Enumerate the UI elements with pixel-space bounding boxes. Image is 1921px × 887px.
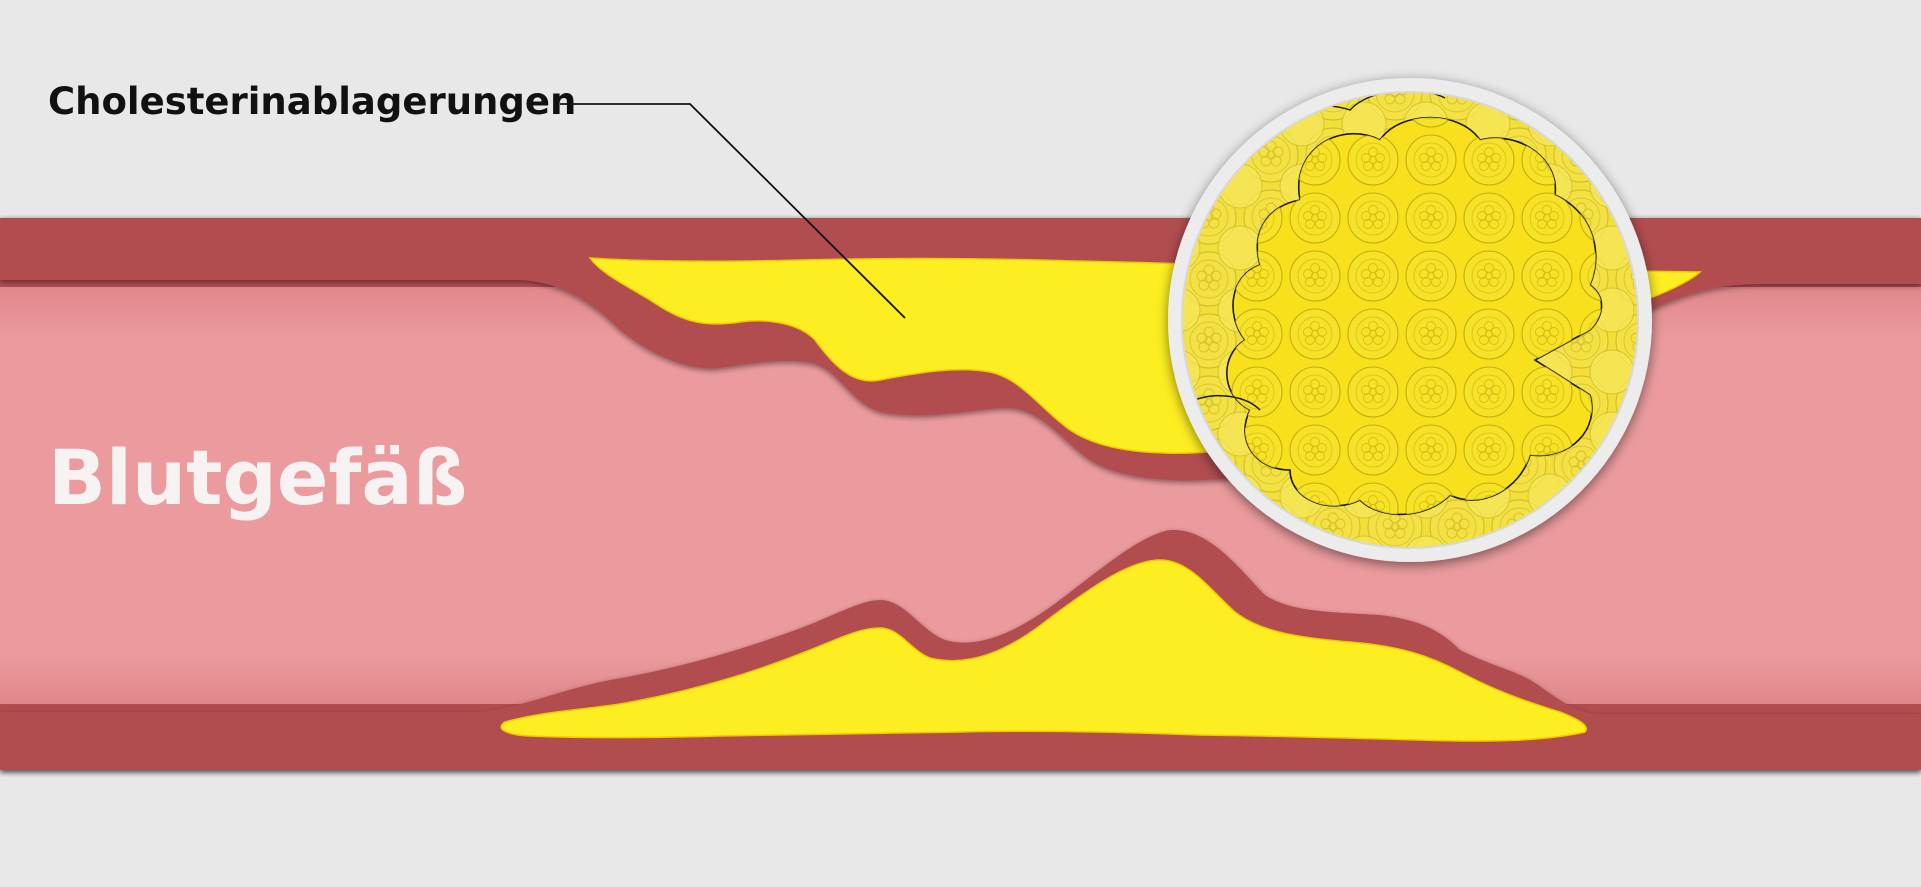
magnified-plaque-edge-left	[1194, 395, 1261, 411]
deposit-label: Cholesterinablagerungen	[48, 80, 576, 123]
bottom-plaque	[500, 559, 1587, 742]
magnifier	[1168, 78, 1652, 562]
label-pointer-line	[560, 103, 906, 319]
vessel-label: Blutgefäß	[48, 433, 467, 522]
